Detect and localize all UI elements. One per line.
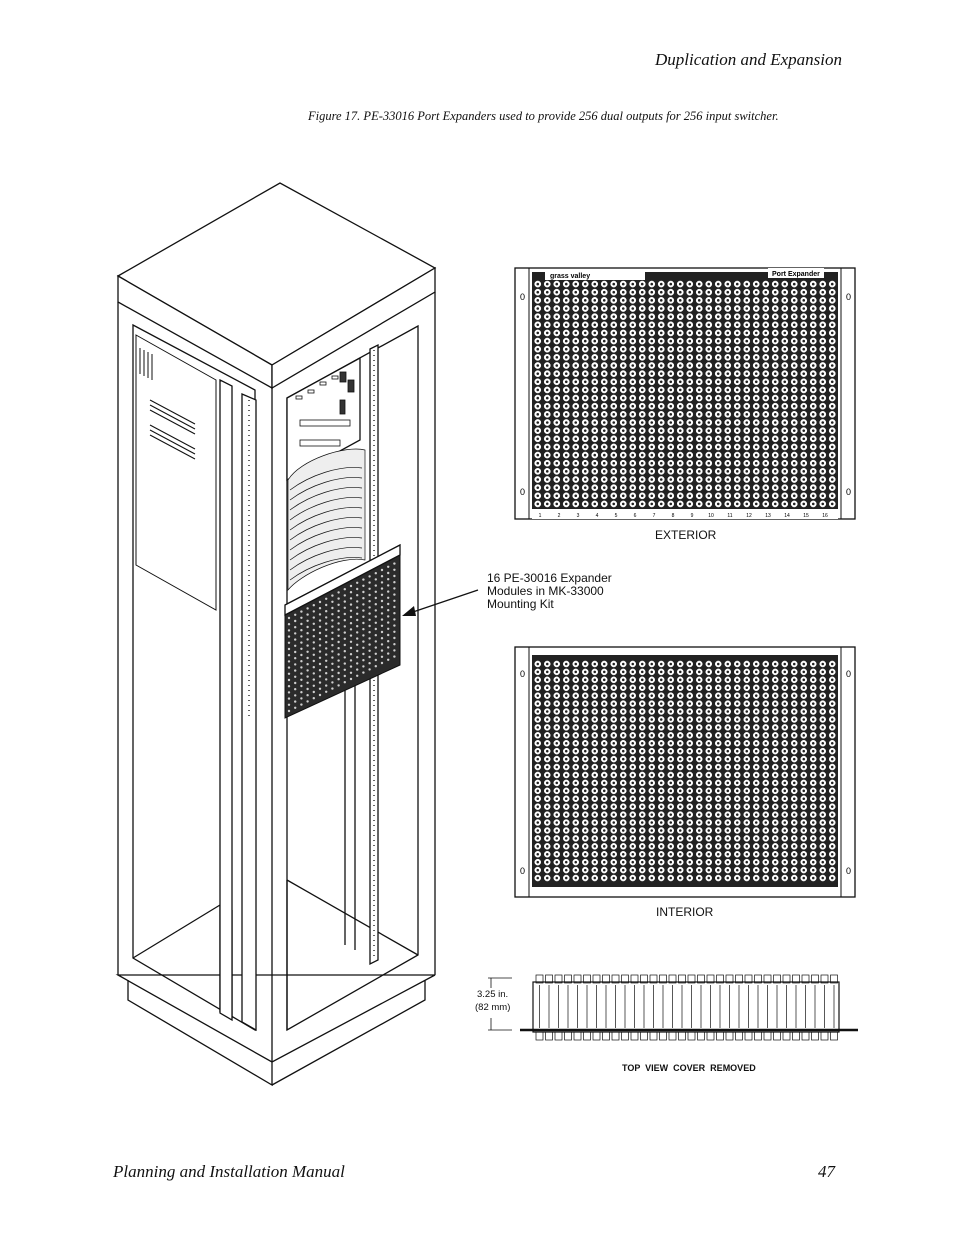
- panel-title: Port Expander: [772, 271, 820, 278]
- slot-number: 4: [596, 513, 599, 519]
- svg-text:0: 0: [520, 669, 525, 679]
- svg-text:0: 0: [846, 669, 851, 679]
- section-header: Duplication and Expansion: [655, 50, 842, 69]
- footer-manual-title: Planning and Installation Manual: [113, 1162, 345, 1181]
- callout-label-line2: Modules in MK-33000: [487, 584, 604, 598]
- rack-cabinet: [115, 182, 437, 1087]
- slot-number: 10: [708, 513, 714, 519]
- slot-number: 15: [803, 513, 809, 519]
- page-number: 47: [818, 1162, 835, 1181]
- slot-number: 5: [615, 513, 618, 519]
- panel-brand: grass valley: [550, 273, 590, 280]
- svg-text:0: 0: [846, 866, 851, 876]
- top-view: [488, 974, 858, 1041]
- slot-number: 12: [746, 513, 752, 519]
- slot-number: 14: [784, 513, 790, 519]
- slot-number: 13: [765, 513, 771, 519]
- svg-text:0: 0: [846, 292, 851, 302]
- slot-number: 3: [577, 513, 580, 519]
- slot-number: 2: [558, 513, 561, 519]
- callout-label-line3: Mounting Kit: [487, 597, 554, 611]
- expander-connectors-in-rack: [287, 562, 396, 713]
- interior-label: INTERIOR: [656, 905, 714, 919]
- slot-number: 9: [691, 513, 694, 519]
- svg-text:0: 0: [520, 487, 525, 497]
- dimension-label-mm: (82 mm): [475, 1002, 511, 1013]
- figure-caption: Figure 17. PE-33016 Port Expanders used …: [308, 109, 779, 123]
- callout-label-line1: 16 PE-30016 Expander: [487, 571, 612, 585]
- slot-number: 8: [672, 513, 675, 519]
- svg-text:0: 0: [520, 292, 525, 302]
- dimension-label-inches: 3.25 in.: [477, 989, 509, 1000]
- interior-panel: 0 0 0 0: [514, 646, 856, 898]
- slot-number: 7: [653, 513, 656, 519]
- slot-number: 6: [634, 513, 637, 519]
- svg-text:0: 0: [520, 866, 525, 876]
- slot-number: 16: [822, 513, 828, 519]
- svg-text:0: 0: [846, 487, 851, 497]
- slot-number: 11: [727, 513, 732, 519]
- callout-arrow: [402, 589, 479, 616]
- slot-number: 1: [539, 513, 542, 519]
- top-view-label: TOP VIEW COVER REMOVED: [622, 1063, 756, 1073]
- exterior-label: EXTERIOR: [655, 528, 717, 542]
